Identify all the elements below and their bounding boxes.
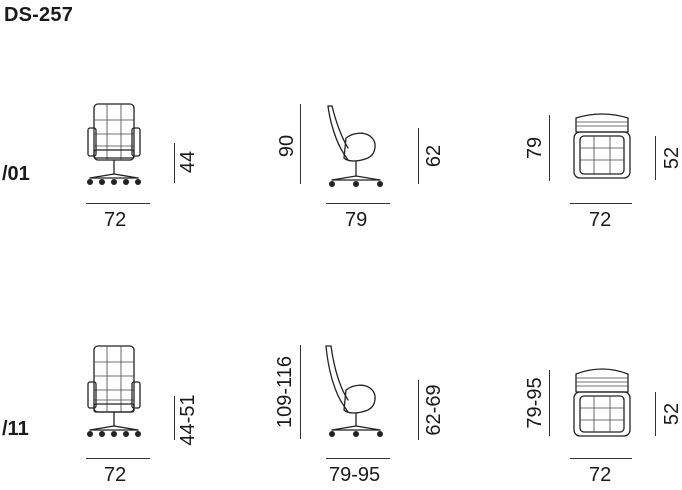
top-width-line-2 bbox=[570, 458, 632, 459]
side-depth-dim-2: 79-95 bbox=[329, 464, 381, 486]
front-seat-height-dim: 44 bbox=[177, 150, 199, 174]
front-height-line bbox=[174, 143, 175, 183]
chair-side-view-tall-icon bbox=[325, 345, 383, 437]
front-height-line-2 bbox=[174, 396, 175, 440]
side-seat-line bbox=[418, 128, 419, 184]
top-height-dim: 79 bbox=[524, 136, 546, 160]
front-width-line bbox=[86, 203, 150, 204]
chair-front-view-icon bbox=[87, 103, 141, 185]
chair-front-view-tall-icon bbox=[87, 345, 141, 437]
front-seat-height-dim-2: 44-51 bbox=[177, 394, 199, 446]
side-depth-line bbox=[326, 203, 390, 204]
row-label-01: /01 bbox=[2, 163, 30, 185]
top-width-line bbox=[570, 203, 632, 204]
side-seat-line-2 bbox=[418, 380, 419, 440]
side-total-height-dim-2: 109-116 bbox=[274, 356, 296, 428]
top-seat-height-dim: 52 bbox=[661, 146, 682, 170]
top-seat-line bbox=[655, 136, 656, 180]
top-seat-line-2 bbox=[655, 392, 656, 436]
chair-top-view-tall-icon bbox=[573, 368, 631, 437]
side-seat-height-dim: 62 bbox=[423, 144, 445, 168]
row-label-11: /11 bbox=[2, 418, 29, 440]
top-height-line-2 bbox=[549, 370, 550, 436]
top-seat-height-dim-2: 52 bbox=[661, 402, 682, 426]
chair-top-view-icon bbox=[573, 113, 631, 179]
side-depth-line-2 bbox=[326, 458, 390, 459]
top-height-dim-2: 79-95 bbox=[524, 377, 546, 429]
front-width-line-2 bbox=[86, 458, 150, 459]
side-height-line bbox=[300, 104, 301, 184]
model-title: DS-257 bbox=[4, 4, 74, 26]
top-height-line bbox=[549, 115, 550, 181]
chair-side-view-icon bbox=[327, 105, 383, 187]
side-total-height-dim: 90 bbox=[276, 134, 298, 158]
side-height-line-2 bbox=[300, 345, 301, 439]
side-seat-height-dim-2: 62-69 bbox=[423, 384, 445, 436]
front-width-dim: 72 bbox=[104, 209, 127, 231]
top-width-dim: 72 bbox=[589, 209, 612, 231]
top-width-dim-2: 72 bbox=[589, 464, 612, 486]
side-depth-dim: 79 bbox=[345, 209, 368, 231]
front-width-dim-2: 72 bbox=[104, 464, 127, 486]
